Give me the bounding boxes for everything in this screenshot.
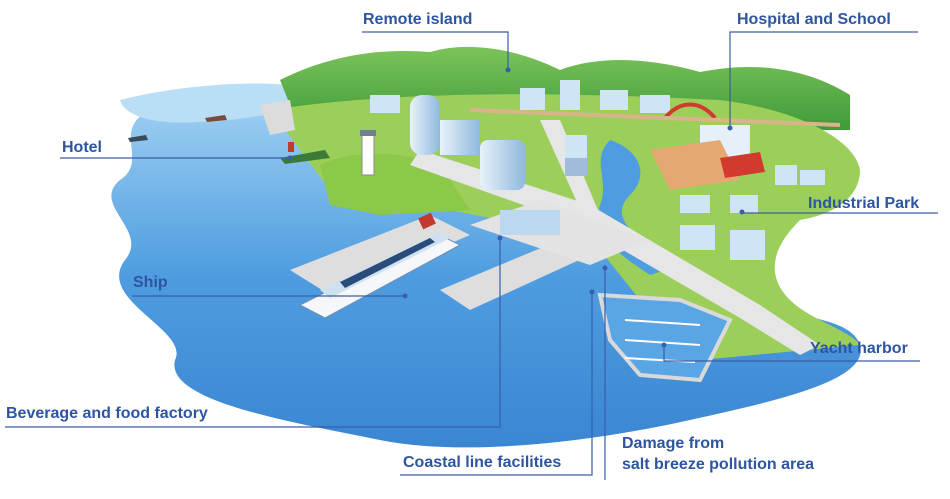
leader-remote-island	[362, 31, 509, 70]
label-industrial-park: Industrial Park	[808, 195, 920, 212]
small-boat-1	[205, 115, 227, 122]
label-remote-island: Remote island	[363, 11, 473, 28]
hospital-school	[650, 125, 765, 190]
leader-coastal-line	[400, 292, 593, 476]
main-road	[410, 150, 820, 355]
city-buildings	[370, 80, 825, 260]
label-yacht-harbor: Yacht harbor	[810, 340, 908, 357]
label-coastal-line: Coastal line facilities	[403, 454, 562, 471]
label-damage-line1: Damage from	[622, 435, 725, 452]
elevated-railway	[469, 108, 841, 127]
small-boat-2	[128, 135, 148, 142]
red-bridge	[663, 102, 717, 120]
label-beverage-factory: Beverage and food factory	[6, 405, 208, 422]
cargo-ship	[280, 142, 330, 164]
leader-yacht-harbor	[663, 345, 920, 362]
ship-pier	[290, 215, 470, 295]
label-hotel: Hotel	[62, 139, 102, 156]
yacht-harbor-basin	[597, 292, 733, 383]
label-ship: Ship	[133, 274, 168, 291]
lighthouse	[360, 130, 376, 176]
cruise-ship	[298, 212, 462, 319]
leader-beverage-factory	[5, 238, 501, 428]
leader-hospital-school	[729, 31, 918, 128]
label-hospital-school: Hospital and School	[737, 11, 891, 28]
long-pier	[440, 240, 590, 310]
leader-lines	[5, 31, 938, 480]
harbor-wall	[260, 100, 295, 135]
sea-upper	[120, 83, 330, 123]
label-damage-line2: salt breeze pollution area	[622, 456, 815, 473]
